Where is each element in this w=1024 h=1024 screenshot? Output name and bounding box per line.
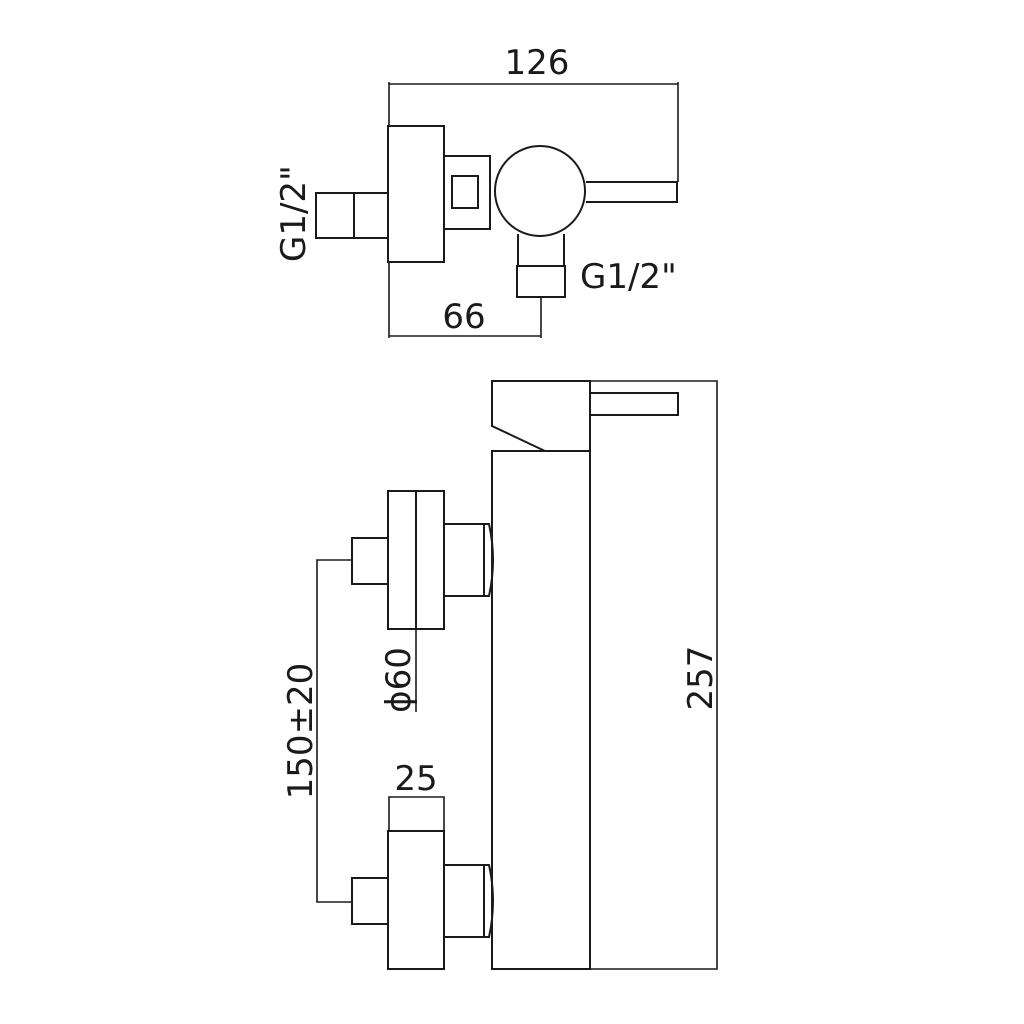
dim-150-line bbox=[316, 559, 352, 903]
upper-connection: ϕ60 bbox=[351, 490, 494, 713]
top-eccentric-inner bbox=[451, 175, 479, 209]
lower-rosette bbox=[387, 830, 445, 970]
top-inlet-nut bbox=[315, 192, 355, 239]
top-lever bbox=[586, 181, 678, 203]
dim-66-label: 66 bbox=[442, 297, 485, 337]
dim-257-line bbox=[590, 380, 718, 970]
dim-25-line bbox=[388, 796, 445, 831]
top-outlet-nut bbox=[516, 265, 566, 298]
upper-nut bbox=[484, 523, 494, 597]
top-wall-plate bbox=[387, 125, 445, 263]
lower-inlet bbox=[351, 877, 389, 925]
top-view: 126 66 G1/2" G1/2" bbox=[274, 43, 679, 338]
top-eccentric-outer bbox=[443, 155, 491, 230]
dim-25-label: 25 bbox=[394, 759, 437, 799]
front-mixer-body bbox=[491, 450, 591, 970]
outlet-thread-label: G1/2" bbox=[580, 257, 677, 297]
dim-60-label: ϕ60 bbox=[379, 647, 419, 713]
top-mixer-body bbox=[494, 145, 586, 237]
lower-nut bbox=[484, 864, 494, 938]
lower-eccentric bbox=[443, 864, 485, 938]
front-lever-head bbox=[491, 380, 591, 452]
upper-eccentric bbox=[443, 523, 485, 597]
front-view: 257 ϕ60 25 150±20 bbox=[281, 380, 721, 970]
dim-150-label: 150±20 bbox=[281, 663, 321, 800]
front-lever-handle bbox=[589, 392, 679, 416]
lower-connection: 25 bbox=[351, 759, 494, 970]
top-outlet-neck bbox=[517, 234, 565, 266]
inlet-thread-label: G1/2" bbox=[274, 165, 314, 262]
dim-257-label: 257 bbox=[681, 646, 721, 711]
dim-126-label: 126 bbox=[505, 43, 570, 83]
upper-inlet bbox=[351, 537, 389, 585]
